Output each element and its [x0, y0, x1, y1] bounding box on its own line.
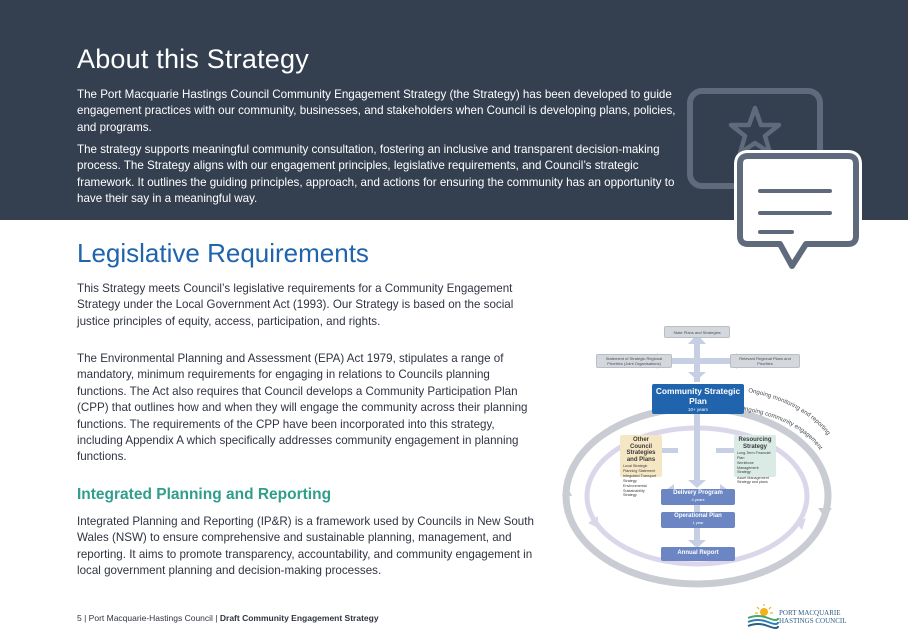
resourcing-strategy-item: Long-Term Financial Plan — [737, 451, 771, 460]
other-strategies-item: Local Strategic Planning Statement — [623, 464, 656, 473]
logo-line-2: HASTINGS COUNCIL — [779, 617, 847, 625]
operational-plan-title: Operational Plan — [674, 513, 722, 519]
logo-line-1: PORT MACQUARIE — [779, 609, 841, 617]
council-logo-text: PORT MACQUARIE HASTINGS COUNCIL — [779, 609, 846, 625]
annual-report-box: Annual Report — [661, 547, 735, 561]
about-paragraph-1: The Port Macquarie Hastings Council Comm… — [77, 88, 676, 134]
resourcing-strategy-item: Workforce Management Strategy — [737, 461, 759, 474]
about-title: About this Strategy — [77, 44, 309, 74]
other-strategies-item: Integrated Transport Strategy — [623, 474, 657, 483]
csp-title: Community Strategic Plan — [655, 386, 741, 406]
delivery-program-sub: 4 years — [691, 497, 705, 502]
other-strategies-box: Other Council Strategies and Plans Local… — [620, 435, 662, 497]
relevant-regional-box: Relevant Regional Plans and Priorities — [730, 354, 800, 368]
about-paragraph-2: The strategy supports meaningful communi… — [77, 143, 675, 206]
operational-plan-sub: 1 year — [692, 520, 704, 525]
ring-arrow-right — [818, 508, 832, 518]
resourcing-strategy-title: Resourcing Strategy — [738, 437, 772, 450]
footer: 5 | Port Macquarie-Hastings Council | Dr… — [77, 613, 379, 623]
operational-plan-box: Operational Plan 1 year — [661, 512, 735, 528]
ipr-title: Integrated Planning and Reporting — [77, 486, 332, 503]
resourcing-strategy-box: Resourcing Strategy Long-Term Financial … — [734, 435, 776, 484]
ipr-paragraph: Integrated Planning and Reporting (IP&R)… — [77, 515, 534, 578]
ring-arrow-left — [562, 486, 572, 496]
council-logo-icon — [747, 604, 779, 629]
delivery-program-title: Delivery Program — [673, 490, 723, 496]
chat-star-icon — [687, 88, 862, 272]
inner-ring-arrow-left — [588, 516, 598, 528]
footer-page-number: 5 — [77, 613, 82, 623]
regional-strategic-box: Statement of Strategic Regional Prioriti… — [596, 354, 672, 368]
footer-document-title: Draft Community Engagement Strategy — [219, 613, 379, 623]
legislative-paragraph-2: The Environmental Planning and Assessmen… — [77, 352, 528, 464]
resourcing-strategy-item: Asset Management Strategy and plans — [737, 475, 769, 485]
other-strategies-item: Environmental Sustainability Strategy — [623, 484, 647, 497]
state-plans-box: State Plans and Strategies — [664, 326, 730, 338]
csp-box: Community Strategic Plan 10+ years — [652, 384, 744, 414]
legislative-paragraph-1: This Strategy meets Council’s legislativ… — [77, 282, 514, 328]
footer-council: | Port Macquarie-Hastings Council | — [84, 613, 218, 623]
inner-ring-arrow-right — [796, 518, 806, 530]
legislative-title: Legislative Requirements — [77, 238, 369, 268]
other-strategies-title: Other Council Strategies and Plans — [626, 437, 656, 463]
ipr-framework-diagram: Ongoing monitoring and reporting Ongoing… — [558, 318, 840, 598]
delivery-program-box: Delivery Program 4 years — [661, 489, 735, 505]
csp-sub: 10+ years — [688, 407, 708, 412]
